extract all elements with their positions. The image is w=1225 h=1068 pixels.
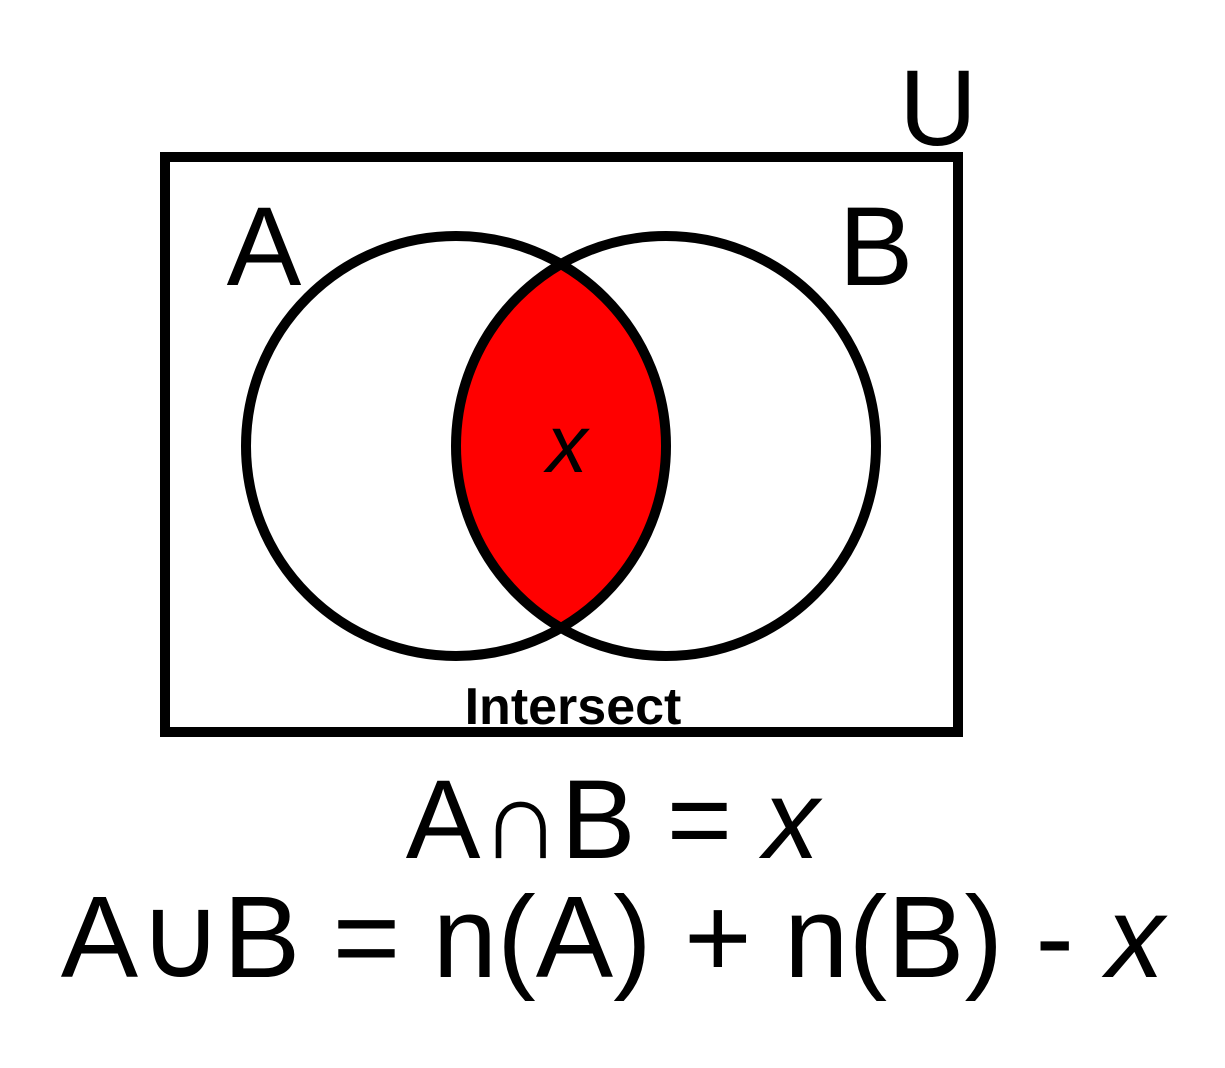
intersection-equation-lhs: A∩B = — [405, 757, 764, 882]
union-equation: A∪B = n(A) + n(B) - x — [0, 875, 1225, 1000]
set-b-circle — [451, 231, 881, 661]
intersect-caption: Intersect — [465, 678, 682, 736]
union-equation-variable: x — [1106, 872, 1165, 1002]
intersection-region — [456, 236, 666, 656]
set-a-label: A — [227, 184, 302, 309]
intersection-equation-variable: x — [763, 757, 820, 882]
set-b-label: B — [839, 184, 914, 309]
intersection-variable: x — [543, 399, 591, 490]
set-a-circle — [241, 231, 671, 661]
universe-rectangle — [160, 152, 963, 737]
universe-label: U — [899, 47, 977, 168]
union-equation-lhs: A∪B = n(A) + n(B) - — [60, 872, 1107, 1002]
intersection-equation: A∩B = x — [0, 760, 1225, 880]
